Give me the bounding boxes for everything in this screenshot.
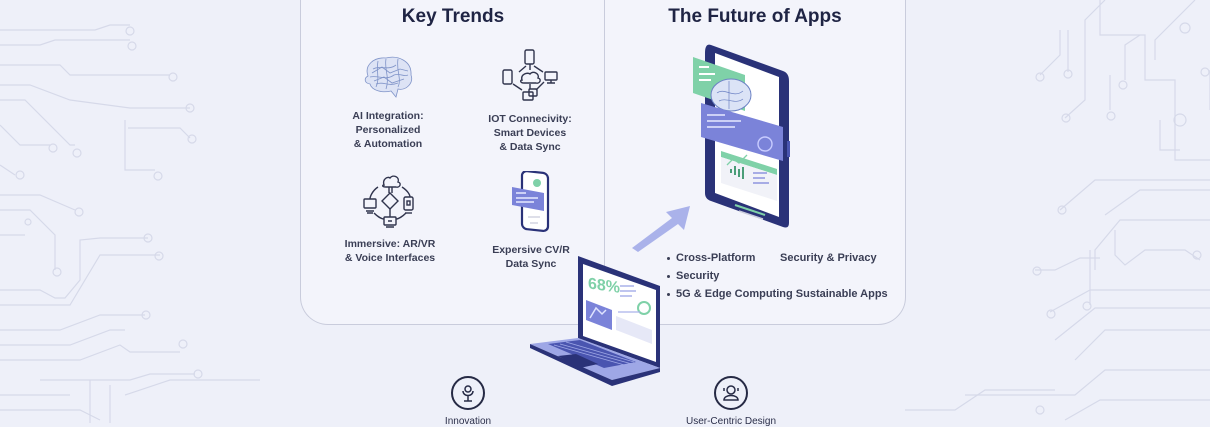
trend-label-line2: Smart Devices xyxy=(493,127,567,139)
trend-label-line2: & Voice Interfaces xyxy=(344,252,436,264)
trend-label-line3: & Automation xyxy=(353,138,423,150)
trend-immersive: Immersive: AR/VR & Voice Interfaces xyxy=(315,173,465,265)
bottom-item-user-centric: User-Centric Design xyxy=(683,376,779,427)
user-centric-icon xyxy=(714,376,748,410)
circuit-pattern-right xyxy=(905,0,1210,421)
laptop-illustration: 68% xyxy=(530,256,660,386)
future-of-apps-title: The Future of Apps xyxy=(668,6,842,27)
trend-ai-integration: AI Integration: Personalized & Automatio… xyxy=(313,51,463,151)
smartphone-card-icon xyxy=(512,171,550,233)
bullet-cross-platform: Cross-Platform xyxy=(667,249,888,267)
upward-arrow-icon xyxy=(632,206,690,252)
bullet-5g-edge: 5G & Edge Computing Sustainable Apps xyxy=(667,285,888,303)
security-privacy-label: Security & Privacy xyxy=(780,252,877,264)
immersive-network-icon xyxy=(363,175,414,228)
trend-label-line1: Expersive CV/R xyxy=(492,244,570,256)
trend-label-line2: Personalized xyxy=(355,124,421,136)
key-trends-title: Key Trends xyxy=(401,6,505,27)
bullet-security: Security xyxy=(667,267,888,285)
trend-iot-connectivity: IOT Connecivity: Smart Devices & Data Sy… xyxy=(455,48,605,154)
future-of-apps-card: The Future of Apps Cross-Platform Securi… xyxy=(604,0,906,325)
laptop-stat: 68% xyxy=(588,275,620,297)
bottom-item-innovation: Innovation xyxy=(437,376,499,427)
innovation-icon xyxy=(451,376,485,410)
trend-label-line1: AI Integration: xyxy=(352,110,424,122)
iot-network-icon xyxy=(502,49,558,101)
trend-label-line2: Data Sync xyxy=(505,258,557,270)
innovation-label: Innovation xyxy=(444,416,492,427)
trend-expersive-cvr: Expersive CV/R Data Sync xyxy=(456,171,606,271)
user-centric-label: User-Centric Design xyxy=(685,416,777,427)
trend-label-line1: IOT Connecivity: xyxy=(488,113,572,125)
future-bullets-list: Cross-Platform Security 5G & Edge Comput… xyxy=(667,249,888,303)
smartphone-illustration xyxy=(693,44,790,228)
circuit-pattern-left xyxy=(0,24,260,423)
key-trends-card: Key Trends AI Integration: Personalized … xyxy=(300,0,605,325)
brain-icon xyxy=(364,56,413,98)
trend-label-line3: & Data Sync xyxy=(499,141,561,153)
trend-label-line1: Immersive: AR/VR xyxy=(344,238,436,250)
